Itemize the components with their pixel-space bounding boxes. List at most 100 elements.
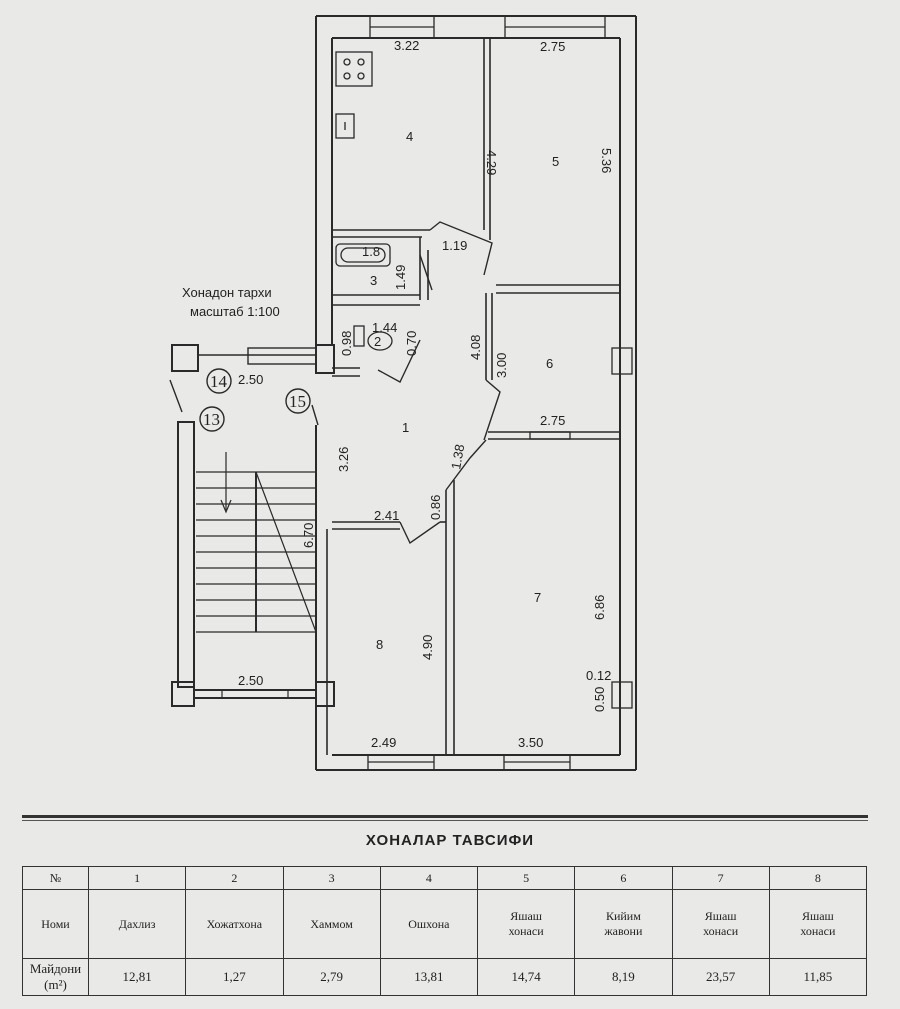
table-title: ХОНАЛАР ТАВСИФИ bbox=[365, 832, 535, 849]
sink-icon bbox=[335, 113, 355, 139]
stair-marker-14: 14 bbox=[206, 368, 232, 394]
dim-0-50: 0.50 bbox=[592, 687, 607, 712]
dim-4-08: 4.08 bbox=[468, 335, 483, 360]
dim-1-38: 1.38 bbox=[448, 443, 467, 471]
dim-4-90: 4.90 bbox=[420, 635, 435, 660]
room-name: Яшаш bbox=[510, 909, 543, 923]
table-header-row: № 1 2 3 4 5 6 7 8 bbox=[22, 866, 868, 890]
dim-6-86: 6.86 bbox=[592, 595, 607, 620]
room-name-line2: хонаси bbox=[800, 924, 836, 938]
room-name: Хаммом bbox=[310, 916, 353, 931]
header-room-number: 6 bbox=[574, 866, 673, 890]
table-names-row: Номи Дахлиз Хожатхона Хаммом Ошхона Яшаш… bbox=[22, 889, 868, 959]
header-room-number: 7 bbox=[671, 866, 770, 890]
room-area: 1,27 bbox=[185, 958, 284, 996]
plan-caption-title: Хонадон тархи bbox=[182, 285, 272, 300]
dim-2-50-bot: 2.50 bbox=[238, 673, 263, 688]
stair-marker-15: 15 bbox=[285, 388, 311, 414]
names-row-label: Номи bbox=[22, 889, 89, 959]
floor-plan: Хонадон тархи масштаб 1:100 1 2 3 4 5 6 … bbox=[169, 15, 637, 771]
room-name: Ошхона bbox=[408, 916, 450, 931]
dim-1-49: 1.49 bbox=[393, 265, 408, 290]
dim-2-75-top: 2.75 bbox=[540, 39, 565, 54]
room-name: Дахлиз bbox=[118, 916, 156, 931]
svg-text:13: 13 bbox=[203, 410, 220, 429]
dim-2-50-top: 2.50 bbox=[238, 372, 263, 387]
room-number-1: 1 bbox=[402, 420, 409, 435]
door-swings bbox=[169, 221, 501, 545]
windows bbox=[367, 15, 633, 771]
svg-text:15: 15 bbox=[289, 392, 306, 411]
stair-core bbox=[171, 344, 335, 707]
room-name-line2: жавони bbox=[604, 924, 643, 938]
area-row-label: Майдони(m²) bbox=[22, 958, 89, 996]
dim-0-98: 0.98 bbox=[339, 331, 354, 356]
dim-3-00: 3.00 bbox=[494, 353, 509, 378]
svg-text:14: 14 bbox=[210, 372, 228, 391]
bathtub-icon bbox=[335, 243, 391, 267]
room-name: Яшаш bbox=[704, 909, 737, 923]
toilet-icon bbox=[353, 325, 393, 351]
interior-walls bbox=[326, 38, 620, 755]
room-name-cell: Дахлиз bbox=[87, 889, 187, 959]
header-room-number: 2 bbox=[185, 866, 284, 890]
dim-5-36: 5.36 bbox=[599, 148, 614, 173]
dim-0-70: 0.70 bbox=[404, 331, 419, 356]
header-room-number: 1 bbox=[87, 866, 187, 890]
dim-3-26: 3.26 bbox=[336, 447, 351, 472]
room-name-line2: хонаси bbox=[703, 924, 739, 938]
room-number-4: 4 bbox=[406, 129, 413, 144]
header-number-label: № bbox=[22, 866, 89, 890]
header-room-number: 5 bbox=[476, 866, 576, 890]
rooms-table: № 1 2 3 4 5 6 7 8 Номи Дахлиз Хожатхона … bbox=[22, 866, 868, 996]
room-number-5: 5 bbox=[552, 154, 559, 169]
area-unit: (m²) bbox=[44, 977, 67, 992]
room-area: 8,19 bbox=[574, 958, 673, 996]
dim-0-86: 0.86 bbox=[428, 495, 443, 520]
room-name: Яшаш bbox=[801, 909, 834, 923]
table-top-rule bbox=[22, 815, 868, 818]
room-name-line2: хонаси bbox=[508, 924, 544, 938]
header-room-number: 8 bbox=[768, 866, 868, 890]
header-room-number: 4 bbox=[379, 866, 479, 890]
area-label: Майдони bbox=[29, 961, 82, 976]
dim-2-41: 2.41 bbox=[374, 508, 399, 523]
room-area: 11,85 bbox=[768, 958, 868, 996]
plan-caption-scale: масштаб 1:100 bbox=[190, 304, 280, 319]
room-name: Хожатхона bbox=[206, 916, 263, 931]
room-number-2: 2 bbox=[374, 334, 381, 349]
room-number-6: 6 bbox=[546, 356, 553, 371]
room-name-cell: Хаммом bbox=[282, 889, 381, 959]
dim-0-12: 0.12 bbox=[586, 668, 611, 683]
dim-2-75-mid: 2.75 bbox=[540, 413, 565, 428]
dim-3-22: 3.22 bbox=[394, 38, 419, 53]
room-name: Кийим bbox=[605, 909, 641, 923]
stair-marker-13: 13 bbox=[199, 406, 225, 432]
room-area: 12,81 bbox=[87, 958, 187, 996]
dim-4-29: 4.29 bbox=[484, 150, 499, 175]
dim-6-70: 6.70 bbox=[301, 523, 316, 548]
room-area: 2,79 bbox=[282, 958, 381, 996]
room-number-7: 7 bbox=[534, 590, 541, 605]
table-areas-row: Майдони(m²) 12,81 1,27 2,79 13,81 14,74 … bbox=[22, 958, 868, 996]
table-top-rule-thin bbox=[22, 820, 868, 821]
dim-2-49: 2.49 bbox=[371, 735, 396, 750]
stove-icon bbox=[335, 51, 373, 87]
dim-1-8: 1.8 bbox=[362, 244, 380, 259]
dim-1-19: 1.19 bbox=[442, 238, 467, 253]
room-number-8: 8 bbox=[376, 637, 383, 652]
room-number-3: 3 bbox=[370, 273, 377, 288]
dim-1-44: 1.44 bbox=[372, 320, 397, 335]
stair-steps bbox=[196, 452, 317, 633]
room-area: 14,74 bbox=[476, 958, 576, 996]
room-area: 23,57 bbox=[671, 958, 770, 996]
room-name-cell: Ошхона bbox=[379, 889, 479, 959]
dim-3-50: 3.50 bbox=[518, 735, 543, 750]
room-area: 13,81 bbox=[379, 958, 479, 996]
outer-walls bbox=[315, 15, 637, 771]
room-name-cell: Хожатхона bbox=[185, 889, 284, 959]
